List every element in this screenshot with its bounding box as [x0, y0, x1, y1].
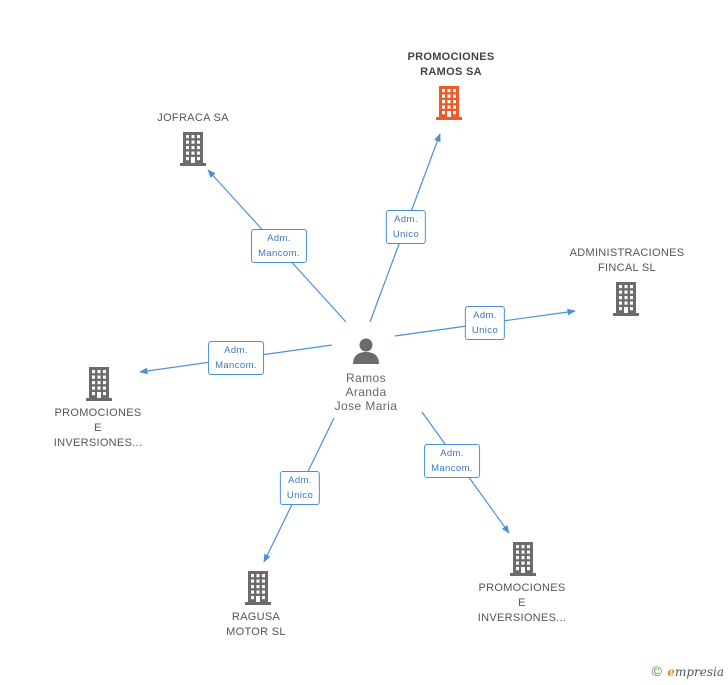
- building-icon: [180, 132, 206, 171]
- company-label-line: FINCAL SL: [598, 262, 656, 274]
- edge-label-line: Adm.: [440, 448, 464, 459]
- building-icon: [510, 542, 536, 581]
- building-icon: [86, 367, 112, 406]
- edge-label-line: Unico: [471, 325, 499, 336]
- edge-label-line: Adm.: [394, 214, 418, 225]
- company-label-promociones-ramos-sa[interactable]: PROMOCIONES RAMOS SA: [407, 50, 494, 80]
- brand-logo: empresia: [667, 665, 724, 679]
- edge-label-administraciones-fincal-sl[interactable]: Adm. Unico: [464, 306, 506, 340]
- company-label-line: PROMOCIONES: [54, 407, 142, 419]
- edge-label-line: Adm.: [473, 310, 497, 321]
- edge-label-jofraca-sa[interactable]: Adm. Mancom.: [251, 229, 307, 263]
- edge-label-line: Adm.: [267, 233, 291, 244]
- footer-copyright: © empresia: [652, 663, 724, 679]
- company-label-line: E: [94, 422, 102, 434]
- company-label-line: INVERSIONES...: [53, 437, 143, 449]
- building-icon: [613, 282, 639, 321]
- company-label-promociones-inversiones-right[interactable]: PROMOCIONES E INVERSIONES...: [478, 581, 567, 626]
- company-label-promociones-inversiones-left[interactable]: PROMOCIONES E INVERSIONES...: [54, 406, 143, 451]
- edge-label-line: Mancom.: [431, 463, 473, 474]
- edge-label-line: Unico: [286, 490, 314, 501]
- company-label-line: PROMOCIONES: [478, 582, 566, 594]
- company-label-administraciones-fincal-sl[interactable]: ADMINISTRACIONES FINCAL SL: [570, 246, 685, 276]
- building-icon: [245, 571, 271, 610]
- company-label-line: JOFRACA SA: [157, 112, 229, 124]
- company-label-line: INVERSIONES...: [477, 612, 567, 624]
- edge-label-promociones-inversiones-right[interactable]: Adm. Mancom.: [424, 444, 480, 478]
- company-label-jofraca-sa[interactable]: JOFRACA SA: [157, 111, 228, 126]
- person-icon: [353, 338, 379, 364]
- company-label-line: MOTOR SL: [226, 626, 286, 638]
- edge-label-line: Mancom.: [258, 248, 300, 259]
- company-label-line: E: [518, 597, 526, 609]
- company-label-ragusa-motor-sl[interactable]: RAGUSA MOTOR SL: [226, 610, 286, 640]
- company-label-line: RAGUSA: [231, 611, 281, 623]
- edge-label-promociones-ramos-sa[interactable]: Adm. Unico: [385, 210, 427, 244]
- edge-label-ragusa-motor-sl[interactable]: Adm. Unico: [279, 471, 321, 505]
- company-label-line: PROMOCIONES: [407, 51, 495, 63]
- person-name-line-1: Ramos: [345, 371, 386, 385]
- person-name-line-2: Aranda: [345, 385, 387, 399]
- edge-label-line: Adm.: [224, 345, 248, 356]
- company-label-line: RAMOS SA: [420, 66, 482, 78]
- edge-label-line: Unico: [392, 229, 420, 240]
- building-icon: [436, 86, 462, 125]
- edge-label-line: Adm.: [288, 475, 312, 486]
- edge-label-promociones-inversiones-left[interactable]: Adm. Mancom.: [208, 341, 264, 375]
- person-name-line-3: Jose Maria: [334, 399, 398, 413]
- person-name[interactable]: Ramos Aranda Jose Maria: [335, 371, 398, 413]
- edge-label-line: Mancom.: [215, 360, 257, 371]
- company-label-line: ADMINISTRACIONES: [569, 247, 685, 259]
- copyright-icon: ©: [651, 663, 662, 679]
